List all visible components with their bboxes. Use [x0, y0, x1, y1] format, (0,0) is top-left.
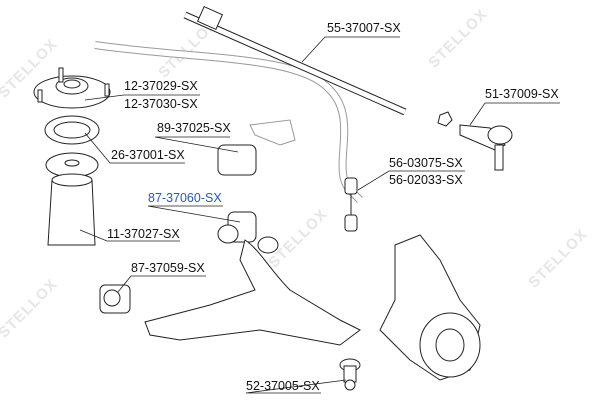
part-label-tie-rod[interactable]: 55-37007-SX	[327, 21, 401, 35]
part-label-bump-stop[interactable]: 11-37027-SX	[107, 227, 180, 241]
ball-joint-drawing	[339, 358, 361, 391]
part-label-tie-rod-end[interactable]: 51-37009-SX	[485, 87, 559, 101]
part-label-strut-mount-b[interactable]: 12-37030-SX	[124, 97, 198, 111]
part-label-ball-joint[interactable]: 52-37005-SX	[246, 379, 320, 393]
part-label-arm-bushing-rear[interactable]: 87-37059-SX	[131, 261, 205, 275]
arm-bushing-front-drawing	[217, 211, 257, 244]
tie-rod-drawing	[183, 5, 513, 171]
stabilizer-link-drawing	[344, 177, 358, 232]
arm-bushing-rear-drawing	[99, 284, 131, 314]
bushing-drawing	[217, 144, 257, 176]
lower-arm-drawing	[144, 239, 361, 346]
leader-lines	[79, 36, 560, 394]
part-label-bearing[interactable]: 26-37001-SX	[111, 148, 185, 162]
part-label-stabilizer-link-a[interactable]: 56-03075-SX	[389, 156, 463, 170]
strut-mount-drawing	[33, 67, 111, 246]
part-label-stabilizer-link-b[interactable]: 56-02033-SX	[389, 173, 463, 187]
part-label-strut-mount-a[interactable]: 12-37029-SX	[124, 79, 198, 93]
part-label-stabilizer-bushing[interactable]: 89-37025-SX	[157, 121, 231, 135]
part-label-arm-bushing-front[interactable]: 87-37060-SX	[148, 191, 222, 205]
